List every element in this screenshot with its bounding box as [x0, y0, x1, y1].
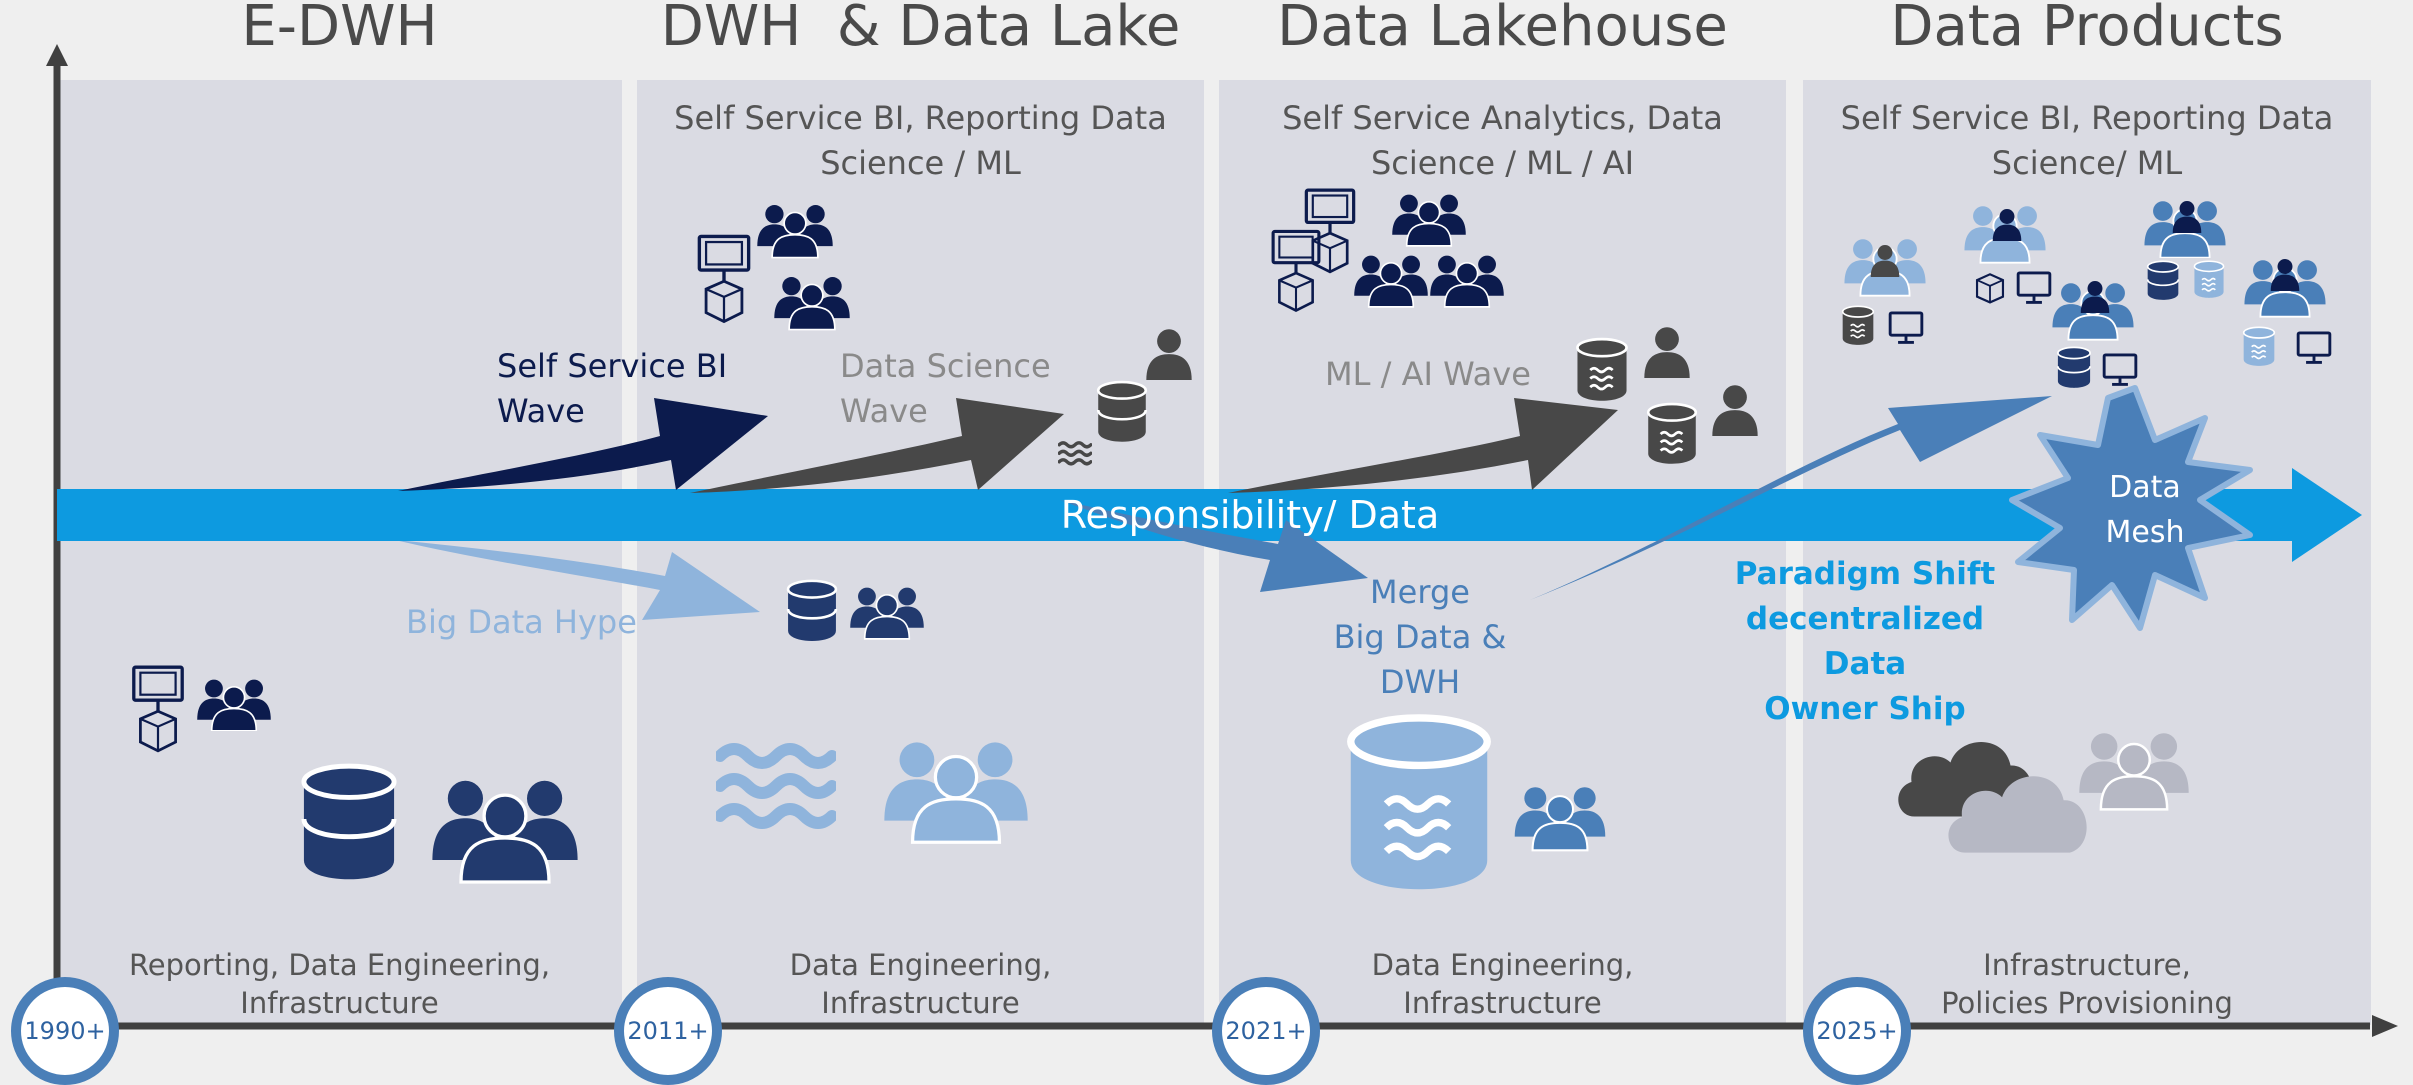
database-wave-icon	[2192, 260, 2226, 298]
era-top-text-dwh-data-lake: Self Service BI, Reporting Data Science …	[674, 99, 1167, 182]
data-science-arrow	[690, 398, 1064, 493]
ml-ai-arrow	[1228, 398, 1618, 493]
group-icon	[2076, 720, 2192, 816]
cube-icon	[1972, 270, 2008, 306]
merge-label: Merge Big Data & DWH	[1333, 573, 1507, 701]
group-icon	[1512, 775, 1608, 857]
y-axis-arrowhead	[46, 44, 68, 66]
era-title-data-lakehouse: Data Lakehouse	[1277, 0, 1728, 59]
monitor-icon	[1302, 188, 1358, 274]
group-icon	[1390, 185, 1468, 251]
era-bottom-text-edwh: Reporting, Data Engineering, Infrastruct…	[128, 948, 551, 1020]
user-icon	[1708, 380, 1762, 438]
group-icon	[428, 762, 582, 892]
database-wave-icon	[1570, 337, 1634, 401]
era-title-edwh: E-DWH	[241, 0, 438, 59]
merge-arrow	[1060, 500, 1368, 592]
paradigm-shift-label: Paradigm Shift decentralized Data Owner …	[1734, 556, 1996, 727]
era-bottom-text-data-products: Infrastructure, Policies Provisioning	[1941, 948, 2233, 1020]
user-icon	[1868, 240, 1902, 280]
user-icon	[1142, 324, 1196, 382]
x-axis-arrowhead	[2372, 1015, 2398, 1037]
era-top-text-data-lakehouse: Self Service Analytics, Data Science / M…	[1282, 99, 1723, 182]
waves-icon	[1058, 440, 1092, 466]
data-mesh-label: Data Mesh	[2105, 470, 2185, 550]
group-icon	[195, 675, 273, 731]
database-icon	[1091, 380, 1153, 442]
screen-icon	[2296, 330, 2332, 366]
database-icon	[300, 755, 398, 887]
big-data-hype-label: Big Data Hype	[406, 603, 637, 641]
data-mesh-star	[2009, 385, 2253, 631]
user-icon	[2078, 276, 2112, 316]
date-badge-2021: 2021+	[1212, 977, 1320, 1085]
date-badge-2011: 2011+	[614, 977, 722, 1085]
screen-icon	[2102, 352, 2138, 388]
group-icon	[880, 726, 1032, 850]
database-icon	[2056, 346, 2092, 388]
user-icon	[1990, 204, 2024, 244]
user-icon	[2268, 254, 2302, 294]
date-badge-label: 2021+	[1225, 1017, 1307, 1045]
user-icon	[1640, 322, 1694, 380]
data-science-wave-label: Data Science Wave	[840, 347, 1051, 430]
database-wave-icon	[2240, 326, 2278, 366]
group-icon	[1428, 245, 1506, 313]
date-badge-1990: 1990+	[11, 977, 119, 1085]
date-badge-label: 1990+	[24, 1017, 106, 1045]
group-icon	[848, 578, 926, 644]
date-badge-2025: 2025+	[1803, 977, 1911, 1085]
era-top-text-data-products: Self Service BI, Reporting Data Science/…	[1840, 99, 2334, 182]
date-badge-label: 2011+	[627, 1017, 709, 1045]
self-service-bi-arrow	[398, 398, 768, 491]
date-badge-label: 2025+	[1816, 1017, 1898, 1045]
database-icon	[2146, 260, 2180, 300]
database-icon	[786, 578, 838, 642]
paradigm-shift-arrow	[1530, 396, 2052, 600]
screen-icon	[1888, 310, 1924, 346]
monitor-icon	[130, 665, 186, 753]
era-title-data-products: Data Products	[1890, 0, 2284, 59]
group-icon	[755, 196, 835, 262]
database-wave-icon	[1840, 305, 1876, 345]
self-service-bi-wave-label: Self Service BI Wave	[497, 347, 728, 430]
database-wave-icon	[1640, 402, 1704, 464]
responsibility-bar-label: Responsibility/ Data	[1060, 493, 1440, 537]
screen-icon	[2016, 270, 2052, 306]
user-icon	[2170, 196, 2204, 236]
era-bottom-text-data-lakehouse: Data Engineering, Infrastructure	[1371, 948, 1634, 1020]
database-wave-icon	[1338, 712, 1500, 890]
big-data-hype-arrow	[395, 540, 760, 620]
group-icon	[772, 268, 852, 334]
group-icon	[1352, 245, 1430, 313]
era-title-dwh-data-lake: DWH & Data Lake	[660, 0, 1181, 59]
cloud-icon	[1942, 760, 2096, 856]
monitor-icon	[696, 233, 752, 325]
era-bottom-text-dwh-data-lake: Data Engineering, Infrastructure	[789, 948, 1052, 1020]
ml-ai-wave-label: ML / AI Wave	[1325, 355, 1531, 393]
waves-icon	[716, 740, 836, 830]
